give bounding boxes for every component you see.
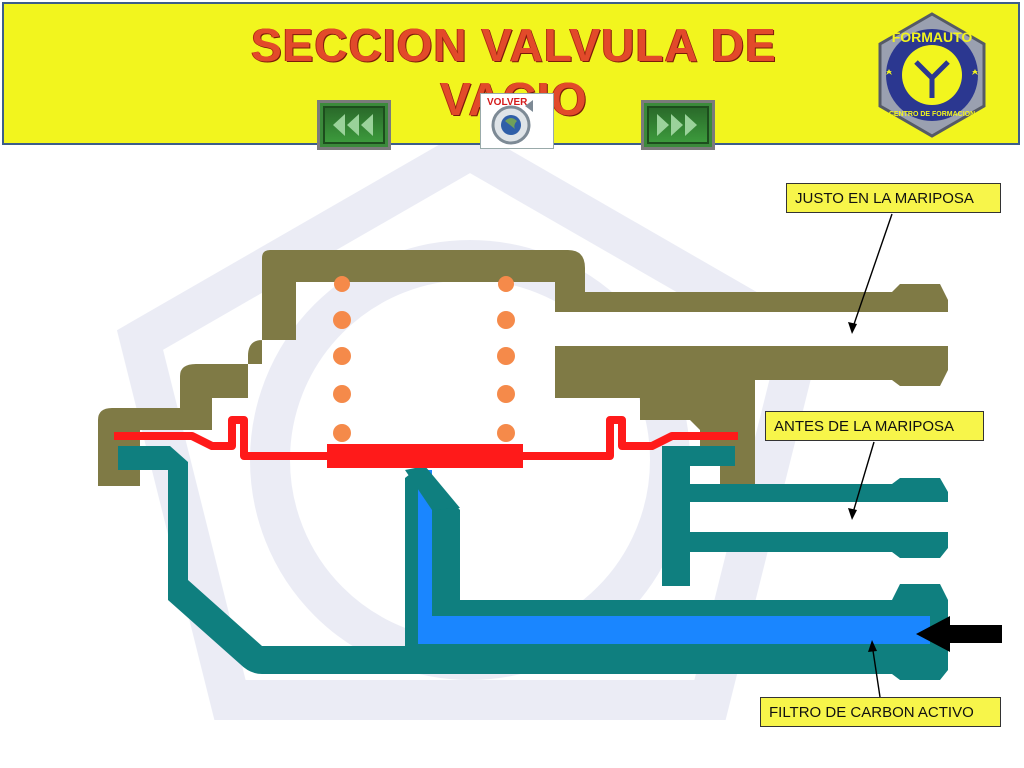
prev-button[interactable] xyxy=(317,100,391,150)
leader-line-filtro xyxy=(871,643,881,698)
diaphragm-plate xyxy=(327,444,523,468)
header-bar: SECCION VALVULA DE VACIO VOLVER xyxy=(2,2,1020,150)
logo-subtext: CENTRO DE FORMACION xyxy=(889,111,975,118)
leader-lines xyxy=(851,213,893,698)
callout-filtro-de-carbon-activo: FILTRO DE CARBON ACTIVO xyxy=(760,697,1001,727)
left-arrow-icon xyxy=(916,616,1002,652)
volver-label: VOLVER xyxy=(487,97,528,108)
leader-line-justo xyxy=(851,213,893,331)
upper-port-bore xyxy=(555,312,948,346)
volver-button[interactable]: VOLVER xyxy=(480,93,554,149)
next-button[interactable] xyxy=(641,100,715,150)
triple-right-arrow-icon xyxy=(657,114,697,136)
upper-body xyxy=(98,250,948,486)
spring xyxy=(333,276,515,442)
valve-seat xyxy=(405,466,460,510)
callout-antes-de-la-mariposa: ANTES DE LA MARIPOSA xyxy=(765,411,984,441)
flow-channel xyxy=(418,470,930,644)
logo-text: FORMAUTO xyxy=(892,29,973,45)
lower-port-bore xyxy=(690,502,948,532)
back-globe-icon xyxy=(491,100,533,145)
formauto-logo: FORMAUTO CENTRO DE FORMACION xyxy=(878,12,986,138)
leader-line-antes xyxy=(851,441,875,517)
callout-justo-en-la-mariposa: JUSTO EN LA MARIPOSA xyxy=(786,183,1001,213)
diaphragm xyxy=(114,416,738,460)
triple-left-arrow-icon xyxy=(333,114,373,136)
lower-body xyxy=(118,446,948,680)
